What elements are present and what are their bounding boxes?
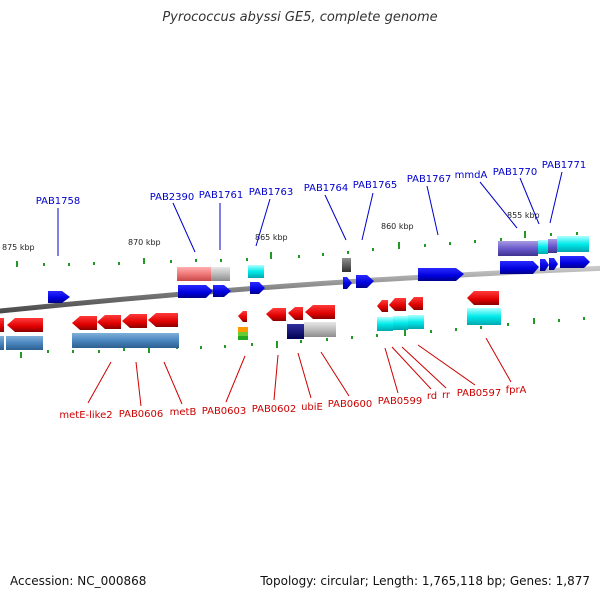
genome-info-text: Topology: circular; Length: 1,765,118 bp…	[260, 574, 590, 588]
gene-block	[238, 336, 248, 340]
forward-genes	[48, 236, 590, 303]
gene-block	[238, 332, 248, 336]
gene-block	[467, 308, 501, 325]
gene-label: PAB1770	[493, 167, 538, 178]
gene-arrow	[122, 314, 147, 328]
gene-label: metE-like2	[59, 410, 112, 421]
gene-block	[287, 324, 304, 339]
scale-label: 875 kbp	[2, 243, 35, 252]
gene-label: metB	[170, 407, 197, 418]
gene-block	[498, 241, 538, 256]
gene-block	[538, 240, 548, 254]
gene-arrow	[250, 282, 265, 294]
gene-label: PAB1761	[199, 190, 244, 201]
scale-label: 860 kbp	[381, 222, 414, 231]
genome-title: Pyrococcus abyssi GE5, complete genome	[162, 10, 438, 25]
gene-arrow	[213, 285, 231, 297]
gene-block	[557, 236, 589, 252]
gene-label: PAB1767	[407, 174, 452, 185]
gene-arrow	[540, 259, 549, 271]
reverse-genes	[0, 291, 501, 350]
gene-block	[238, 327, 248, 332]
gene-arrow	[343, 277, 352, 289]
label-leaders-lower	[87, 337, 512, 407]
gene-label: rd	[427, 391, 437, 402]
gene-arrow	[377, 300, 388, 312]
gene-block	[304, 322, 336, 337]
gene-arrow	[48, 291, 70, 303]
scale-ticks-lower	[20, 317, 585, 358]
gene-label: PAB0606	[119, 409, 164, 420]
accession-text: Accession: NC_000868	[10, 574, 147, 588]
gene-label: mmdA	[455, 170, 488, 181]
gene-block	[408, 315, 424, 329]
scale-label: 870 kbp	[128, 238, 161, 247]
gene-label: PAB2390	[150, 192, 195, 203]
gene-block	[177, 267, 211, 281]
gene-label: PAB0603	[202, 406, 247, 417]
gene-label: PAB0600	[328, 399, 373, 410]
gene-arrow	[500, 261, 539, 274]
gene-block	[211, 267, 230, 281]
label-leaders-upper	[57, 171, 563, 256]
gene-label: PAB0597	[457, 388, 502, 399]
gene-label: rr	[442, 390, 451, 401]
gene-block	[548, 239, 557, 253]
gene-arrow	[356, 275, 374, 288]
gene-arrow	[389, 298, 406, 311]
scale-label: 865 kbp	[255, 233, 288, 242]
gene-arrow	[148, 313, 178, 327]
gene-label: PAB1771	[542, 160, 587, 171]
gene-block	[0, 336, 4, 350]
scale-label: 855 kbp	[507, 211, 540, 220]
gene-arrow	[560, 256, 590, 268]
gene-arrow	[467, 291, 499, 305]
gene-arrow	[408, 297, 423, 310]
gene-block	[6, 336, 43, 350]
gene-arrow	[72, 316, 97, 330]
gene-arrow	[549, 258, 558, 270]
gene-arrow	[305, 305, 335, 319]
gene-arrow	[0, 318, 4, 332]
gene-block	[342, 258, 351, 272]
gene-label: ubiE	[301, 402, 323, 413]
gene-block	[248, 265, 264, 278]
scale-ticks-upper	[16, 231, 578, 267]
gene-arrow	[288, 307, 303, 320]
gene-label: PAB1763	[249, 187, 294, 198]
gene-block	[393, 316, 408, 330]
gene-label: PAB1758	[36, 196, 81, 207]
genome-backbone	[0, 265, 600, 314]
gene-arrow	[7, 318, 43, 332]
gene-arrow	[178, 285, 213, 298]
gene-arrow	[97, 315, 121, 329]
gene-label: PAB1765	[353, 180, 398, 191]
gene-arrow	[418, 268, 464, 281]
gene-arrow	[266, 308, 286, 321]
gene-block	[72, 333, 179, 348]
gene-label: PAB1764	[304, 183, 349, 194]
gene-arrow	[238, 311, 247, 322]
gene-label: PAB0599	[378, 396, 423, 407]
gene-label: PAB0602	[252, 404, 297, 415]
gene-block	[377, 317, 393, 331]
gene-label: fprA	[506, 385, 527, 396]
